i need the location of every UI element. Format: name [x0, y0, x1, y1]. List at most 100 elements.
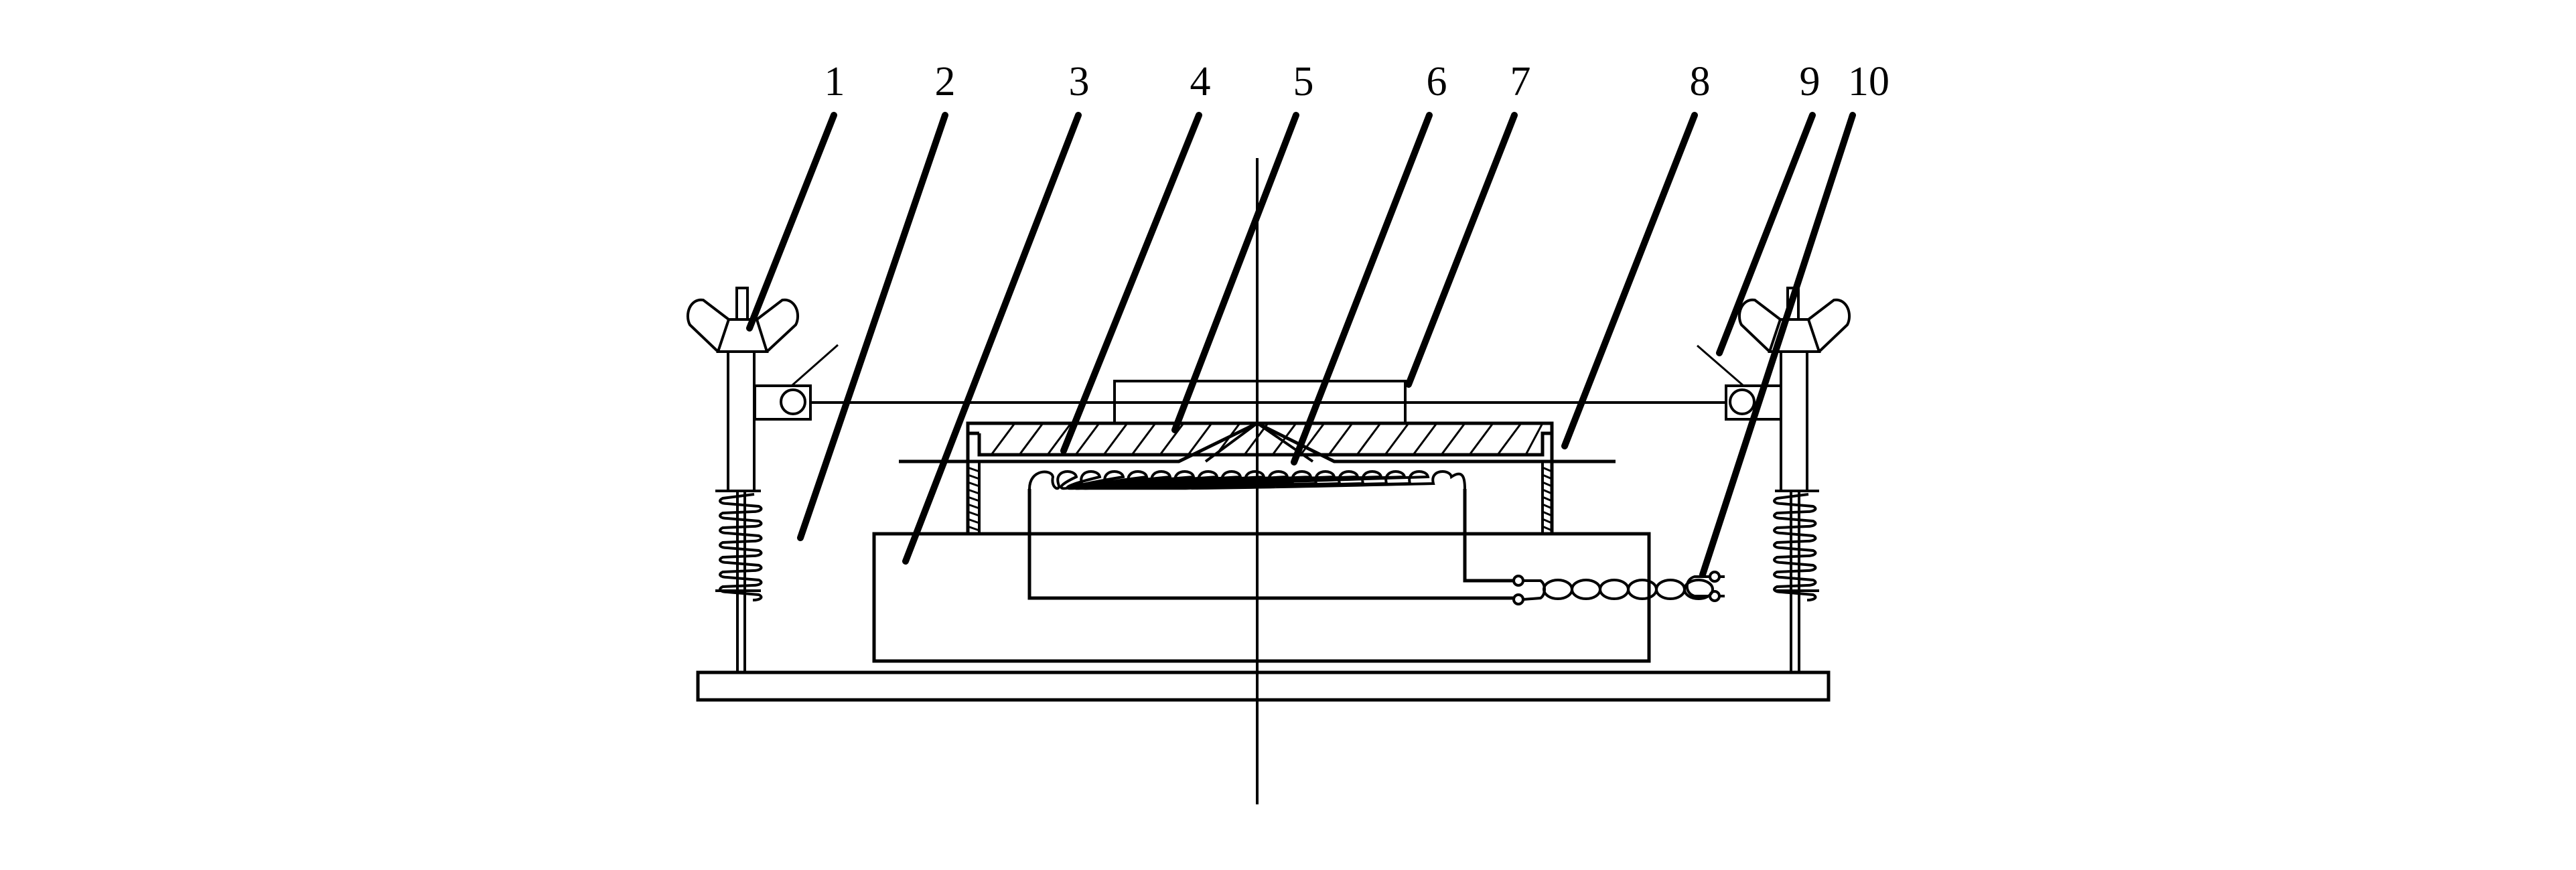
label-10: 10 [1848, 59, 1889, 104]
hatch-line [1468, 423, 1494, 455]
spring-coil [1773, 493, 1817, 601]
part-labels: 1 2 3 4 5 6 7 8 9 10 [825, 59, 1890, 104]
wall-hatch-line [967, 525, 980, 532]
hatch-line [1187, 423, 1213, 455]
right-bracket-leader [1697, 344, 1743, 386]
hatch-line [1271, 423, 1297, 455]
hatch-line [1102, 423, 1129, 455]
twist-loop [1543, 579, 1573, 600]
leader-10 [1699, 112, 1856, 578]
label-6: 6 [1427, 59, 1447, 104]
left-bracket-leader [792, 344, 839, 386]
leader-1 [746, 112, 837, 332]
hatch-line [1384, 423, 1410, 455]
wall-hatch-line [1542, 488, 1553, 495]
twist-loop [1655, 579, 1686, 600]
label-4: 4 [1190, 59, 1211, 104]
wall-hatch-line [1542, 481, 1553, 488]
twist-loop [1627, 579, 1658, 600]
hatch-line [1046, 423, 1072, 455]
left-column [727, 352, 756, 491]
leader-3 [902, 112, 1082, 565]
coil-winding [1028, 469, 1466, 490]
wall-hatching [967, 466, 1553, 532]
hatch-line [1328, 423, 1354, 455]
wall-hatch-line [1542, 503, 1553, 510]
terminal-left-bottom [1512, 593, 1524, 605]
spring-coil [719, 493, 763, 601]
wall-hatch-line [1542, 525, 1553, 532]
plate-hatching [990, 423, 1544, 455]
leader-8 [1561, 112, 1698, 449]
wall-hatch-line [967, 518, 980, 524]
left-wing-nut [716, 318, 769, 353]
wall-hatch-line [967, 481, 980, 488]
twist-loop [1571, 579, 1601, 600]
wall-hatch-line [967, 496, 980, 502]
wall-hatch-line [1542, 466, 1553, 473]
wall-hatch-line [967, 503, 980, 510]
wall-hatch-line [1542, 474, 1553, 480]
terminal-left-top [1512, 575, 1524, 587]
hatch-line [990, 423, 1016, 455]
coil-lead-wire-right [1463, 489, 1515, 583]
wall-hatch-line [1542, 496, 1553, 502]
diaphragm-cross [1204, 421, 1314, 463]
label-9: 9 [1800, 59, 1820, 104]
hatch-line [1131, 423, 1157, 455]
hatch-line [1299, 423, 1326, 455]
hatch-line [1524, 423, 1544, 455]
left-clamp-assembly [686, 287, 839, 672]
wall-hatch-line [967, 474, 980, 480]
label-7: 7 [1510, 59, 1531, 104]
leader-4 [1060, 112, 1202, 454]
plate-outline [968, 431, 1552, 457]
coil [1028, 469, 1466, 490]
label-2: 2 [935, 59, 956, 104]
left-bracket [754, 384, 812, 421]
leader-6 [1291, 112, 1433, 465]
right-clamp-assembly [1697, 287, 1851, 672]
hatch-line [1074, 423, 1100, 455]
right-spring [1773, 493, 1817, 601]
wall-hatch-line [1542, 510, 1553, 517]
right-wing-left [1737, 298, 1782, 353]
wall-hatch-line [967, 488, 980, 495]
hatch-line [1356, 423, 1382, 455]
label-5: 5 [1293, 59, 1314, 104]
left-spring [719, 493, 763, 601]
twist-loop [1599, 579, 1630, 600]
twist-loop [1683, 579, 1714, 600]
twisted-pair [1522, 575, 1714, 601]
terminal-right-stubs [1719, 575, 1725, 597]
left-wing-left [686, 298, 730, 353]
hatch-line [1018, 423, 1044, 455]
terminal-right-bottom [1709, 590, 1721, 602]
hatch-line [1412, 423, 1438, 455]
leader-2 [797, 112, 948, 541]
left-pin [780, 388, 806, 415]
right-pin [1729, 388, 1756, 415]
leader-5 [1171, 112, 1299, 433]
label-3: 3 [1069, 59, 1090, 104]
leader-lines [746, 112, 1856, 578]
wall-hatch-line [967, 466, 980, 473]
right-column [1780, 352, 1808, 491]
twist-start [1522, 579, 1546, 601]
right-wing-right [1807, 298, 1851, 353]
leader-7 [1405, 112, 1518, 388]
hatch-line [1159, 423, 1185, 455]
wall-hatch-line [1542, 518, 1553, 524]
hatch-line [1440, 423, 1466, 455]
label-1: 1 [825, 59, 845, 104]
leader-9 [1716, 112, 1816, 356]
coil-lead-wire [1027, 489, 1515, 600]
hatch-line [1496, 423, 1522, 455]
terminal-right-top [1709, 571, 1721, 583]
left-stud [735, 287, 749, 321]
left-wing-right [756, 298, 800, 353]
wall-hatch-line [967, 510, 980, 517]
base-plate [696, 670, 1831, 702]
twist-end [1685, 575, 1710, 597]
